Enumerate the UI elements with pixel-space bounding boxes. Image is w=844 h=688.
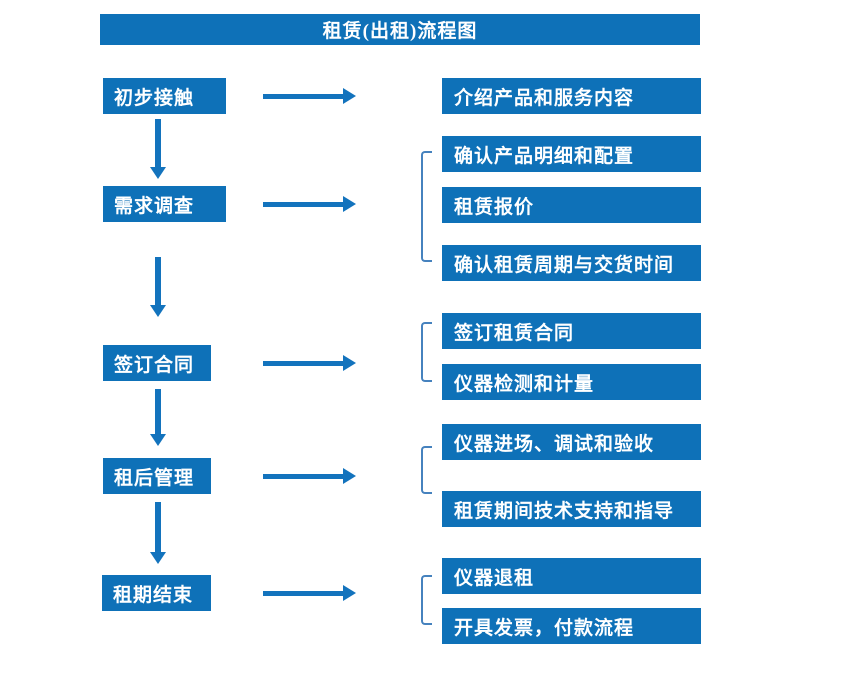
detail-box: 仪器检测和计量	[442, 364, 701, 400]
arrow-head	[150, 167, 166, 179]
arrow-right-icon	[263, 585, 356, 601]
diagram-title: 租赁(出租)流程图	[100, 14, 700, 45]
group-bracket	[421, 446, 432, 494]
arrow-head	[150, 434, 166, 446]
arrow-down-icon	[150, 502, 166, 564]
step-box-sign-contract: 签订合同	[103, 345, 211, 381]
arrow-head	[343, 196, 356, 212]
detail-box: 确认租赁周期与交货时间	[442, 245, 701, 281]
arrow-down-icon	[150, 257, 166, 317]
group-bracket	[421, 322, 432, 382]
arrow-shaft	[263, 474, 343, 479]
arrow-shaft	[155, 389, 161, 436]
detail-box: 租赁报价	[442, 187, 701, 223]
step-box-initial-contact: 初步接触	[103, 78, 226, 114]
arrow-head	[150, 305, 166, 317]
detail-box: 租赁期间技术支持和指导	[442, 491, 701, 527]
arrow-down-icon	[150, 389, 166, 446]
arrow-right-icon	[263, 88, 356, 104]
arrow-shaft	[263, 591, 343, 596]
arrow-shaft	[155, 119, 161, 169]
detail-box: 仪器进场、调试和验收	[442, 424, 701, 460]
detail-box: 确认产品明细和配置	[442, 136, 701, 172]
step-box-demand-survey: 需求调查	[103, 186, 226, 222]
arrow-shaft	[263, 361, 343, 366]
arrow-head	[150, 552, 166, 564]
arrow-right-icon	[263, 355, 356, 371]
group-bracket	[421, 575, 432, 625]
arrow-right-icon	[263, 196, 356, 212]
arrow-head	[343, 468, 356, 484]
group-bracket	[421, 151, 432, 262]
detail-box: 签订租赁合同	[442, 313, 701, 349]
arrow-shaft	[155, 502, 161, 554]
arrow-down-icon	[150, 119, 166, 179]
arrow-right-icon	[263, 468, 356, 484]
arrow-shaft	[155, 257, 161, 307]
arrow-shaft	[263, 202, 343, 207]
detail-box: 介绍产品和服务内容	[442, 78, 701, 114]
arrow-head	[343, 585, 356, 601]
step-box-post-rental-management: 租后管理	[103, 458, 211, 494]
arrow-head	[343, 88, 356, 104]
step-box-rental-end: 租期结束	[102, 575, 211, 611]
arrow-head	[343, 355, 356, 371]
detail-box: 仪器退租	[442, 558, 701, 594]
detail-box: 开具发票，付款流程	[442, 608, 701, 644]
arrow-shaft	[263, 94, 343, 99]
